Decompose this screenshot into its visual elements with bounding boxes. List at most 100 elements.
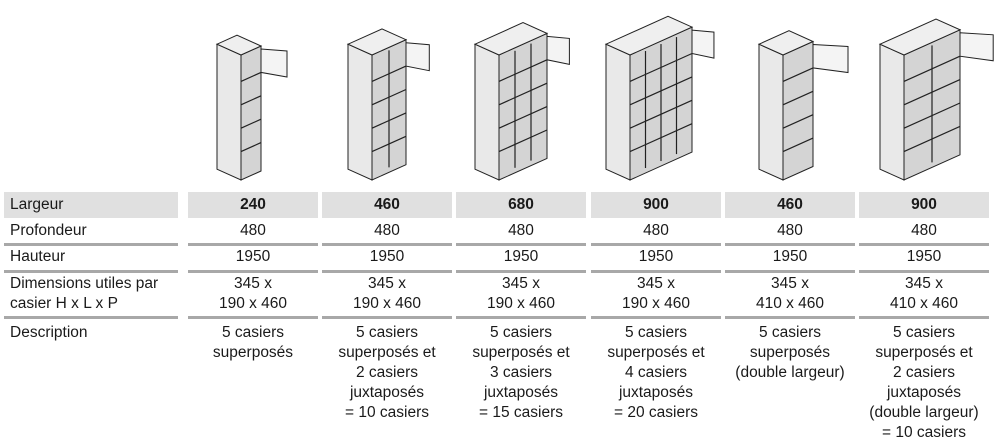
text-line: superposés et xyxy=(338,344,436,361)
divider-line xyxy=(456,243,586,246)
top-panel xyxy=(473,22,549,56)
side-panel xyxy=(347,43,373,181)
divider-line xyxy=(188,243,318,246)
value-cell: 480 xyxy=(777,222,803,239)
open-door xyxy=(546,35,570,66)
text-line: 2 casiers xyxy=(892,364,956,381)
text-line: 345 x xyxy=(637,275,675,292)
text-line: superposés et xyxy=(875,344,973,361)
value-cell: 1950 xyxy=(503,248,539,265)
text-line: (double largeur) xyxy=(735,364,845,381)
divider-line xyxy=(591,270,721,273)
top-panel xyxy=(757,30,815,56)
door-divider xyxy=(498,59,548,82)
text-line: 4 casiers xyxy=(624,364,688,381)
side-panel xyxy=(474,43,500,181)
value-cell: 240 xyxy=(188,192,318,218)
value-cell: 480 xyxy=(240,222,266,239)
text-line: juxtaposés xyxy=(886,384,962,401)
door-divider xyxy=(629,76,693,106)
text-line: 190 x 460 xyxy=(352,295,422,312)
open-door xyxy=(405,42,430,72)
door-divider xyxy=(498,82,548,106)
top-panel xyxy=(878,18,962,56)
value-cell: 345 x 190 x 460 xyxy=(591,274,721,314)
locker-illustrations xyxy=(215,15,994,181)
text-line: 345 x xyxy=(368,275,406,292)
open-door xyxy=(812,43,849,74)
locker-illustration xyxy=(878,18,994,181)
top-panel xyxy=(346,28,408,56)
door-divider xyxy=(240,95,262,106)
door-divider xyxy=(629,52,693,82)
value-cell: 1950 xyxy=(638,248,674,265)
text-line: = 10 casiers xyxy=(344,404,429,421)
open-door xyxy=(260,48,288,78)
door-divider xyxy=(782,114,814,129)
text-line: = 20 casiers xyxy=(613,404,698,421)
divider-line xyxy=(591,243,721,246)
divider-line xyxy=(188,316,318,319)
door-divider xyxy=(629,123,693,153)
side-panel xyxy=(879,43,905,181)
text-line: juxtaposés xyxy=(483,384,559,401)
text-line: juxtaposés xyxy=(618,384,694,401)
locker-illustration xyxy=(604,15,715,181)
divider-line xyxy=(725,316,855,319)
door-divider xyxy=(782,137,814,153)
row-label: Dimensions utiles par casier H x L x P xyxy=(4,274,178,314)
divider-line xyxy=(591,316,721,319)
locker-illustration xyxy=(757,30,849,181)
door-divider xyxy=(782,90,814,106)
door-divider xyxy=(498,129,548,153)
text-line: 190 x 460 xyxy=(621,295,691,312)
value-cell: 480 xyxy=(508,222,534,239)
door-divider xyxy=(371,88,407,106)
divider-line xyxy=(188,270,318,273)
text-line: superposés et xyxy=(472,344,570,361)
text-line: 5 casiers xyxy=(489,324,553,341)
open-door xyxy=(691,29,715,59)
text-line: 5 casiers xyxy=(892,324,956,341)
door-divider xyxy=(903,79,961,106)
locker-illustration xyxy=(215,34,288,181)
row-label-line: casier H x L x P xyxy=(10,295,118,312)
row-label: Profondeur xyxy=(10,222,87,239)
divider-line xyxy=(4,243,178,246)
divider-line xyxy=(322,243,452,246)
text-line: 345 x xyxy=(905,275,943,292)
value-cell: 460 xyxy=(322,192,452,218)
divider-line xyxy=(859,243,989,246)
top-panel xyxy=(215,34,263,56)
front-panel xyxy=(240,45,262,181)
value-cell: 480 xyxy=(374,222,400,239)
text-line: 410 x 460 xyxy=(889,295,959,312)
text-line: 190 x 460 xyxy=(218,295,288,312)
door-divider xyxy=(903,55,961,82)
row-label-line: Dimensions utiles par xyxy=(10,275,159,292)
side-panel xyxy=(605,43,631,181)
door-divider xyxy=(498,106,548,129)
divider-line xyxy=(725,270,855,273)
value-cell: 345 x 190 x 460 xyxy=(322,274,452,314)
value-cell: 680 xyxy=(456,192,586,218)
divider-line xyxy=(4,316,178,319)
front-panel xyxy=(782,40,814,181)
side-panel xyxy=(758,43,784,181)
value-cell: 480 xyxy=(911,222,937,239)
divider-line xyxy=(456,270,586,273)
open-door xyxy=(959,32,994,62)
text-line: 410 x 460 xyxy=(755,295,825,312)
text-line: 5 casiers xyxy=(624,324,688,341)
text-line: superposés xyxy=(212,344,294,361)
divider-line xyxy=(456,316,586,319)
front-panel xyxy=(498,32,548,181)
door-divider xyxy=(629,99,693,129)
value-cell: 1950 xyxy=(906,248,942,265)
